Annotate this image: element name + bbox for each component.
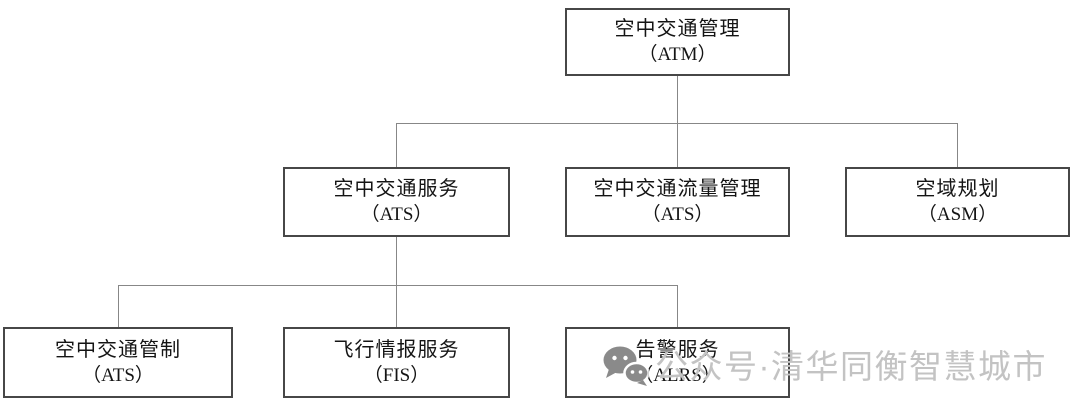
node-title: 告警服务: [635, 338, 720, 361]
diagram-node-asm: 空域规划 （ASM）: [845, 167, 1070, 237]
node-title: 空中交通管制: [55, 338, 181, 361]
diagram-node-ats: 空中交通服务 （ATS）: [283, 167, 510, 237]
connector-drop-atfm: [677, 123, 678, 167]
connector-ats-down: [396, 237, 397, 327]
diagram-node-atfm: 空中交通流量管理 （ATS）: [565, 167, 790, 237]
node-code: （FIS）: [363, 364, 430, 386]
connector-drop-atc: [118, 285, 119, 327]
node-code: （ATS）: [360, 204, 433, 226]
node-title: 空中交通服务: [333, 178, 460, 201]
node-title: 空域规划: [915, 178, 1000, 201]
diagram-node-atm: 空中交通管理 （ATM）: [565, 8, 790, 76]
node-code: （ASM）: [917, 204, 998, 226]
diagram-node-alrs: 告警服务 （ALRS）: [565, 327, 790, 398]
diagram-node-atc: 空中交通管制 （ATS）: [3, 327, 233, 398]
connector-drop-asm: [957, 123, 958, 167]
connector-drop-ats: [396, 123, 397, 167]
node-code: （ATM）: [638, 44, 717, 66]
connector-level2-horizontal: [118, 285, 678, 286]
node-title: 飞行情报服务: [333, 338, 460, 361]
connector-atm-down: [677, 76, 678, 123]
node-title: 空中交通流量管理: [593, 178, 762, 201]
node-code: （ALRS）: [634, 364, 721, 386]
node-code: （ATS）: [82, 364, 154, 386]
node-title: 空中交通管理: [614, 18, 741, 41]
diagram-node-fis: 飞行情报服务 （FIS）: [283, 327, 510, 398]
connector-drop-alrs: [677, 285, 678, 327]
node-code: （ATS）: [641, 204, 714, 226]
